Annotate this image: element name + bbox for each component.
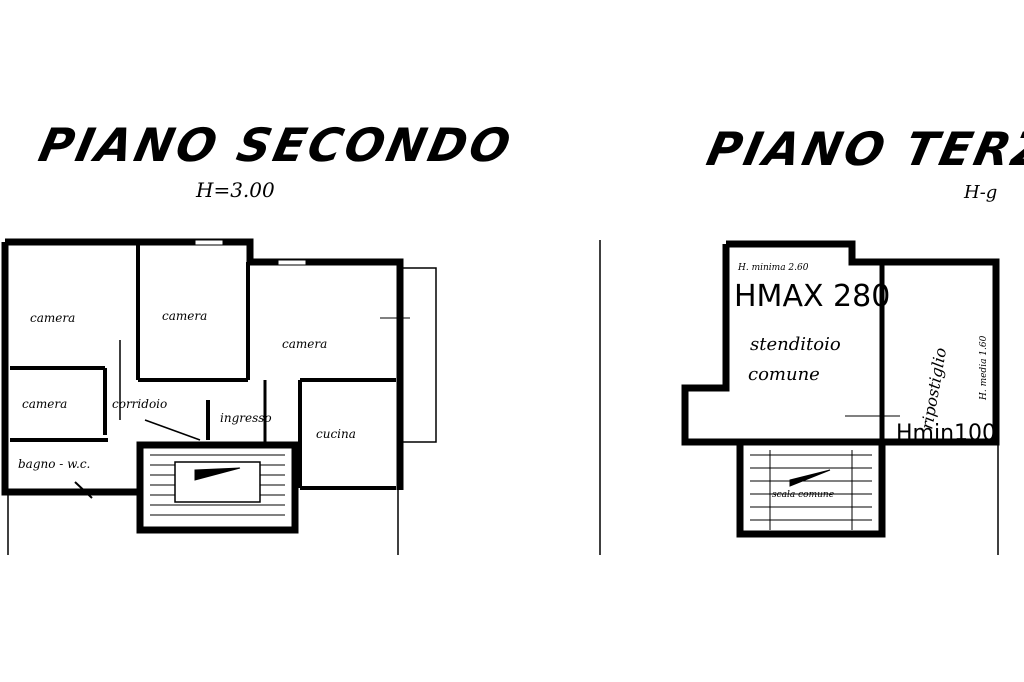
room-label-corridoio: corridoio xyxy=(112,397,167,411)
right-stair-steps xyxy=(750,450,872,530)
room-label-cucina: cucina xyxy=(316,427,356,441)
note-ripostiglio: ripostiglio xyxy=(917,346,950,431)
room-label-camera-3: camera xyxy=(282,337,327,351)
room-label-camera-2: camera xyxy=(162,309,207,323)
room-label-camera-1: camera xyxy=(30,311,75,325)
left-stair-steps xyxy=(150,454,285,516)
left-plan-walls xyxy=(1,238,437,555)
note-h-max: HMAX 280 xyxy=(734,279,890,314)
room-label-camera-4: camera xyxy=(22,397,67,411)
left-plan-height-note: H=3.00 xyxy=(196,178,275,202)
note-h-min-100: Hmin100 xyxy=(896,421,996,446)
room-label-bagno: bagno - w.c. xyxy=(18,457,90,471)
note-stenditoio: stenditoio xyxy=(750,334,841,355)
right-plan-height-note: H-g xyxy=(964,182,998,203)
note-comune: comune xyxy=(748,364,820,385)
note-scala-comune: scala comune xyxy=(772,490,834,500)
room-label-ingresso: ingresso xyxy=(220,411,272,425)
note-h-min: H. minima 2.60 xyxy=(737,263,809,273)
right-plan-walls xyxy=(599,240,1000,555)
note-h-media: H. media 1.60 xyxy=(979,335,989,401)
